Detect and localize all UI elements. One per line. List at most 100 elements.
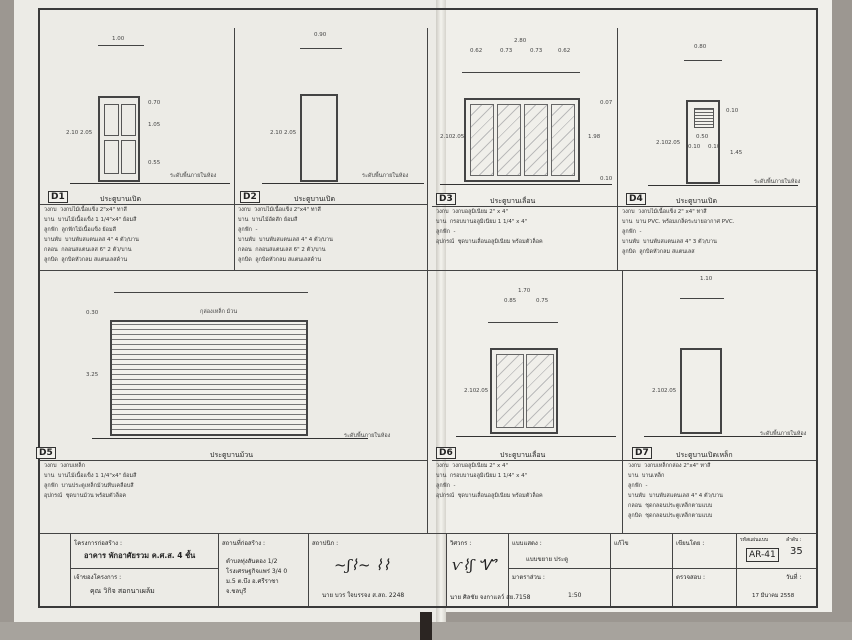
d6-panel-dim-2: 0.75	[536, 298, 549, 304]
d2-spec-list: วงกบ วงกบไม้เนื้อแข็ง 2"x4" ทาสี บาน บาน…	[238, 207, 333, 263]
right-page	[440, 0, 832, 612]
d3-spec-list: วงกบ วงกบอลูมิเนียม 2" x 4" บาน กรอบบานอ…	[436, 209, 543, 245]
d5-title: ประตูบานม้วน	[210, 451, 253, 459]
revised-label: แก้ไข	[614, 540, 629, 547]
sheet-label: ลำดับ :	[786, 537, 802, 543]
sheet-number: 35	[790, 546, 803, 557]
d3-height-dim: 2.10	[440, 134, 453, 140]
d6-spec-list: วงกบ วงกบอลูมิเนียม 2" x 4" บาน กรอบบานอ…	[436, 463, 543, 499]
d7-spec-list: วงกบ วงกบเหล็กกล่อง 2"x4" ทาสี บาน บานเห…	[628, 463, 723, 519]
d5-tag: D5	[36, 447, 56, 459]
project-label: โครงการก่อสร้าง :	[74, 540, 122, 547]
date-value: 17 มีนาคม 2558	[752, 593, 795, 599]
d4-dim-c: 0.10	[688, 144, 701, 150]
d4-door-elevation	[686, 100, 720, 184]
d3-title: ประตูบานเลื่อน	[490, 197, 536, 205]
project-name: อาคาร พักอาศัยรวม ค.ศ.ส. 4 ชั้น	[84, 551, 196, 560]
d3-width-dim: 2.80	[514, 38, 527, 44]
owner-label: เจ้าของโครงการ :	[74, 574, 122, 581]
engineer-signature: ⱱ⌇ʃ Ꮙ	[452, 556, 496, 574]
d5-floor-note: ระดับพื้นภายในห้อง	[344, 433, 391, 439]
d4-height-dim-2: 2.05	[668, 140, 681, 146]
approve-label: ตรวจสอบ :	[676, 574, 706, 581]
pen	[420, 612, 432, 640]
date-label: วันที่ :	[786, 574, 802, 581]
drawing-label: แบบแสดง :	[512, 540, 542, 547]
d6-tag: D6	[436, 447, 456, 459]
d4-dim-b: 0.50	[696, 134, 709, 140]
d2-floor-note: ระดับพื้นภายในห้อง	[362, 173, 409, 179]
d3-panel-dim-4: 0.62	[558, 48, 571, 54]
d3-dim-bottom: 0.10	[600, 176, 613, 182]
d5-rolling-shutter	[110, 320, 308, 436]
d4-width-dim: 0.80	[694, 44, 707, 50]
d1-dim-b: 1.05	[148, 122, 161, 128]
d2-door-elevation	[300, 94, 338, 182]
d7-width-dim: 1.10	[700, 276, 713, 282]
d4-spec-list: วงกบ วงกบไม้เนื้อแข็ง 2" x4" ทาสี บาน บา…	[622, 209, 735, 255]
d6-panel-dim-1: 0.85	[504, 298, 517, 304]
d4-tag: D4	[626, 193, 646, 205]
d1-dim-a: 0.70	[148, 100, 161, 106]
d2-width-dim: 0.90	[314, 32, 327, 38]
d3-tag: D3	[436, 193, 456, 205]
drawing-frame	[38, 8, 818, 608]
d3-door-elevation	[464, 98, 580, 182]
d2-height-dim-2: 2.05	[284, 130, 297, 136]
d7-tag: D7	[632, 447, 652, 459]
location-line-4: จ.ชลบุรี	[226, 588, 247, 595]
d4-floor-note: ระดับพื้นภายในห้อง	[754, 179, 801, 185]
d1-dim-c: 0.55	[148, 160, 161, 166]
d3-dim-inner: 1.98	[588, 134, 601, 140]
engineer-label: วิศวกร :	[450, 540, 472, 547]
drawing-name: แบบขยาย ประตู	[526, 556, 569, 563]
d4-dim-a: 0.10	[726, 108, 739, 114]
left-page	[14, 0, 444, 622]
page-fold	[436, 0, 446, 622]
d3-panel-dim-1: 0.62	[470, 48, 483, 54]
scale-value: 1:50	[568, 592, 582, 599]
drawn-by-label: เขียนโดย :	[676, 540, 705, 547]
d6-title: ประตูบานเลื่อน	[500, 451, 546, 459]
d6-door-elevation	[490, 348, 558, 434]
d6-height-dim: 2.10	[464, 388, 477, 394]
d2-title: ประตูบานเปิด	[294, 195, 336, 203]
sheet-code: AR-41	[746, 548, 779, 562]
architect-signature: ~ʃ⌇~ ⌇⌇	[334, 556, 390, 574]
location-label: สถานที่ก่อสร้าง :	[222, 540, 266, 547]
d2-tag: D2	[240, 191, 260, 203]
architect-label: สถาปนิก :	[312, 540, 339, 547]
sheet-code-label: รหัสแผ่นแบบ	[740, 537, 769, 543]
location-line-3: ม.5 ต.บึง อ.ศรีราชา	[226, 578, 279, 585]
d4-dim-d: 0.10	[708, 144, 721, 150]
d1-title: ประตูบานเปิด	[100, 195, 142, 203]
d5-height-dim: 3.25	[86, 372, 99, 378]
scale-label: มาตราส่วน :	[512, 574, 545, 581]
d1-width-dim: 1.00	[112, 36, 125, 42]
d1-door-elevation	[98, 96, 140, 182]
d7-height-dim: 2.10	[652, 388, 665, 394]
engineer-name: นาย ศิลชัย จงกาแลว์ สย.7158	[450, 594, 531, 601]
d5-box-note: กุล่องเหล็ก ม้วน	[200, 309, 238, 315]
d6-width-dim: 1.70	[518, 288, 531, 294]
d6-height-dim-2: 2.05	[476, 388, 489, 394]
d3-panel-dim-2: 0.73	[500, 48, 513, 54]
d7-floor-note: ระดับพื้นภายในห้อง	[760, 431, 807, 437]
d1-height-dim-2: 2.05	[80, 130, 93, 136]
d1-floor-note: ระดับพื้นภายในห้อง	[170, 173, 217, 179]
d2-height-dim: 2.10	[270, 130, 283, 136]
d1-spec-list: วงกบ วงกบไม้เนื้อแข็ง 2"x4" ทาสี บาน บาน…	[44, 207, 139, 263]
architect-name: นาย บวร ใจบรรจง ส.สถ. 2248	[322, 592, 405, 599]
d7-door-elevation	[680, 348, 722, 434]
d4-height-dim: 2.10	[656, 140, 669, 146]
d5-spec-list: วงกบ วงกบเหล็ก บาน บานไม้เนื้อแข็ง 1 1/4…	[44, 463, 137, 499]
owner-name: คุณ วิกิจ สอกนาเผล้ม	[90, 587, 155, 595]
location-line-1: ตำบลทุ่งสันตอง 1/2	[226, 558, 278, 565]
d1-height-dim: 2.10	[66, 130, 79, 136]
d4-title: ประตูบานเปิด	[676, 197, 718, 205]
d7-height-dim-2: 2.05	[664, 388, 677, 394]
d4-dim-e: 1.45	[730, 150, 743, 156]
d3-panel-dim-3: 0.73	[530, 48, 543, 54]
location-line-2: โรงเศรษฐกิจแพร่ 3/4 0	[226, 568, 288, 575]
d5-dim-top: 0.30	[86, 310, 99, 316]
